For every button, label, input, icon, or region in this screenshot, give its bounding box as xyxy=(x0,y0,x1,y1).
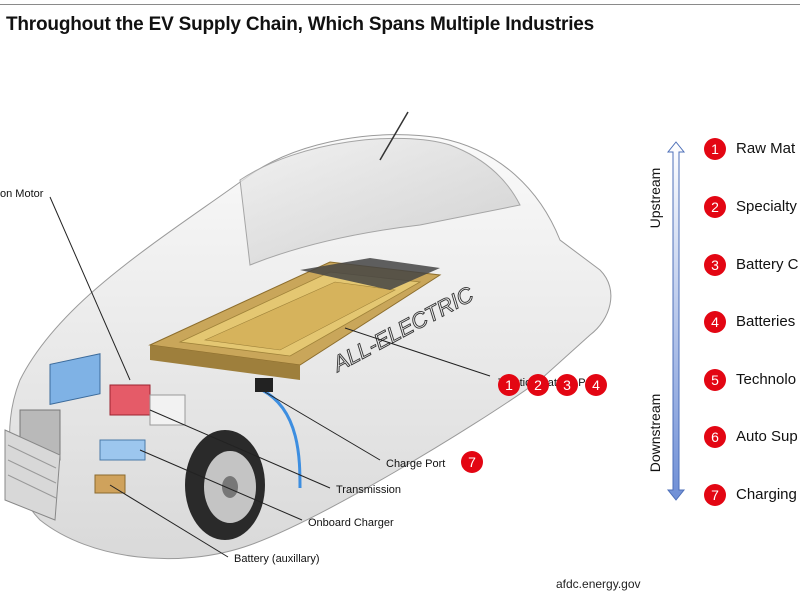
antenna xyxy=(379,111,409,161)
chain-label-4: Batteries xyxy=(736,313,796,330)
chain-label-3: Battery C xyxy=(736,256,799,273)
front-wheel xyxy=(185,430,265,540)
charge-port-plug xyxy=(255,378,273,392)
ev-car-illustration: ALL-ELECTRIC on Motor Traction Battery P… xyxy=(0,111,612,565)
supply-chain-arrow xyxy=(666,141,686,501)
page-title: Throughout the EV Supply Chain, Which Sp… xyxy=(6,14,595,35)
chain-badge-5: 5 xyxy=(704,369,726,391)
chain-label-7: Charging xyxy=(736,486,797,503)
charge-cable xyxy=(261,388,302,489)
traction-battery-pack xyxy=(148,258,442,380)
source-credit: afdc.energy.gov xyxy=(556,577,641,591)
chain-badge-6: 6 xyxy=(704,426,726,448)
callout-charge-port: Charge Port xyxy=(386,458,445,470)
callout-onboard-charger: Onboard Charger xyxy=(308,517,394,529)
chain-badge-1: 1 xyxy=(704,138,726,160)
callout-transmission: Transmission xyxy=(336,484,401,496)
car-glass xyxy=(239,137,521,266)
traction-badge-1: 1 xyxy=(498,374,520,396)
chain-label-6: Auto Sup xyxy=(736,428,798,445)
chain-label-5: Technolo xyxy=(736,371,797,388)
traction-badge-2: 2 xyxy=(527,374,549,396)
top-rule xyxy=(0,4,800,5)
traction-badge-4: 4 xyxy=(585,374,607,396)
chain-badge-2: 2 xyxy=(704,196,726,218)
chain-badge-4: 4 xyxy=(704,311,726,333)
chain-badge-3: 3 xyxy=(704,254,726,276)
grille xyxy=(4,429,61,521)
callout-motor: on Motor xyxy=(0,188,44,200)
downstream-label: Downstream xyxy=(647,393,663,473)
charge-port-badge-7: 7 xyxy=(461,451,483,473)
callout-lines xyxy=(49,196,491,558)
chain-label-1: Raw Mat xyxy=(736,140,796,157)
callout-battery-aux: Battery (auxillary) xyxy=(234,553,320,565)
traction-badge-3: 3 xyxy=(556,374,578,396)
chain-label-2: Specialty xyxy=(736,198,797,215)
chain-badge-7: 7 xyxy=(704,484,726,506)
upstream-label: Upstream xyxy=(647,167,663,229)
